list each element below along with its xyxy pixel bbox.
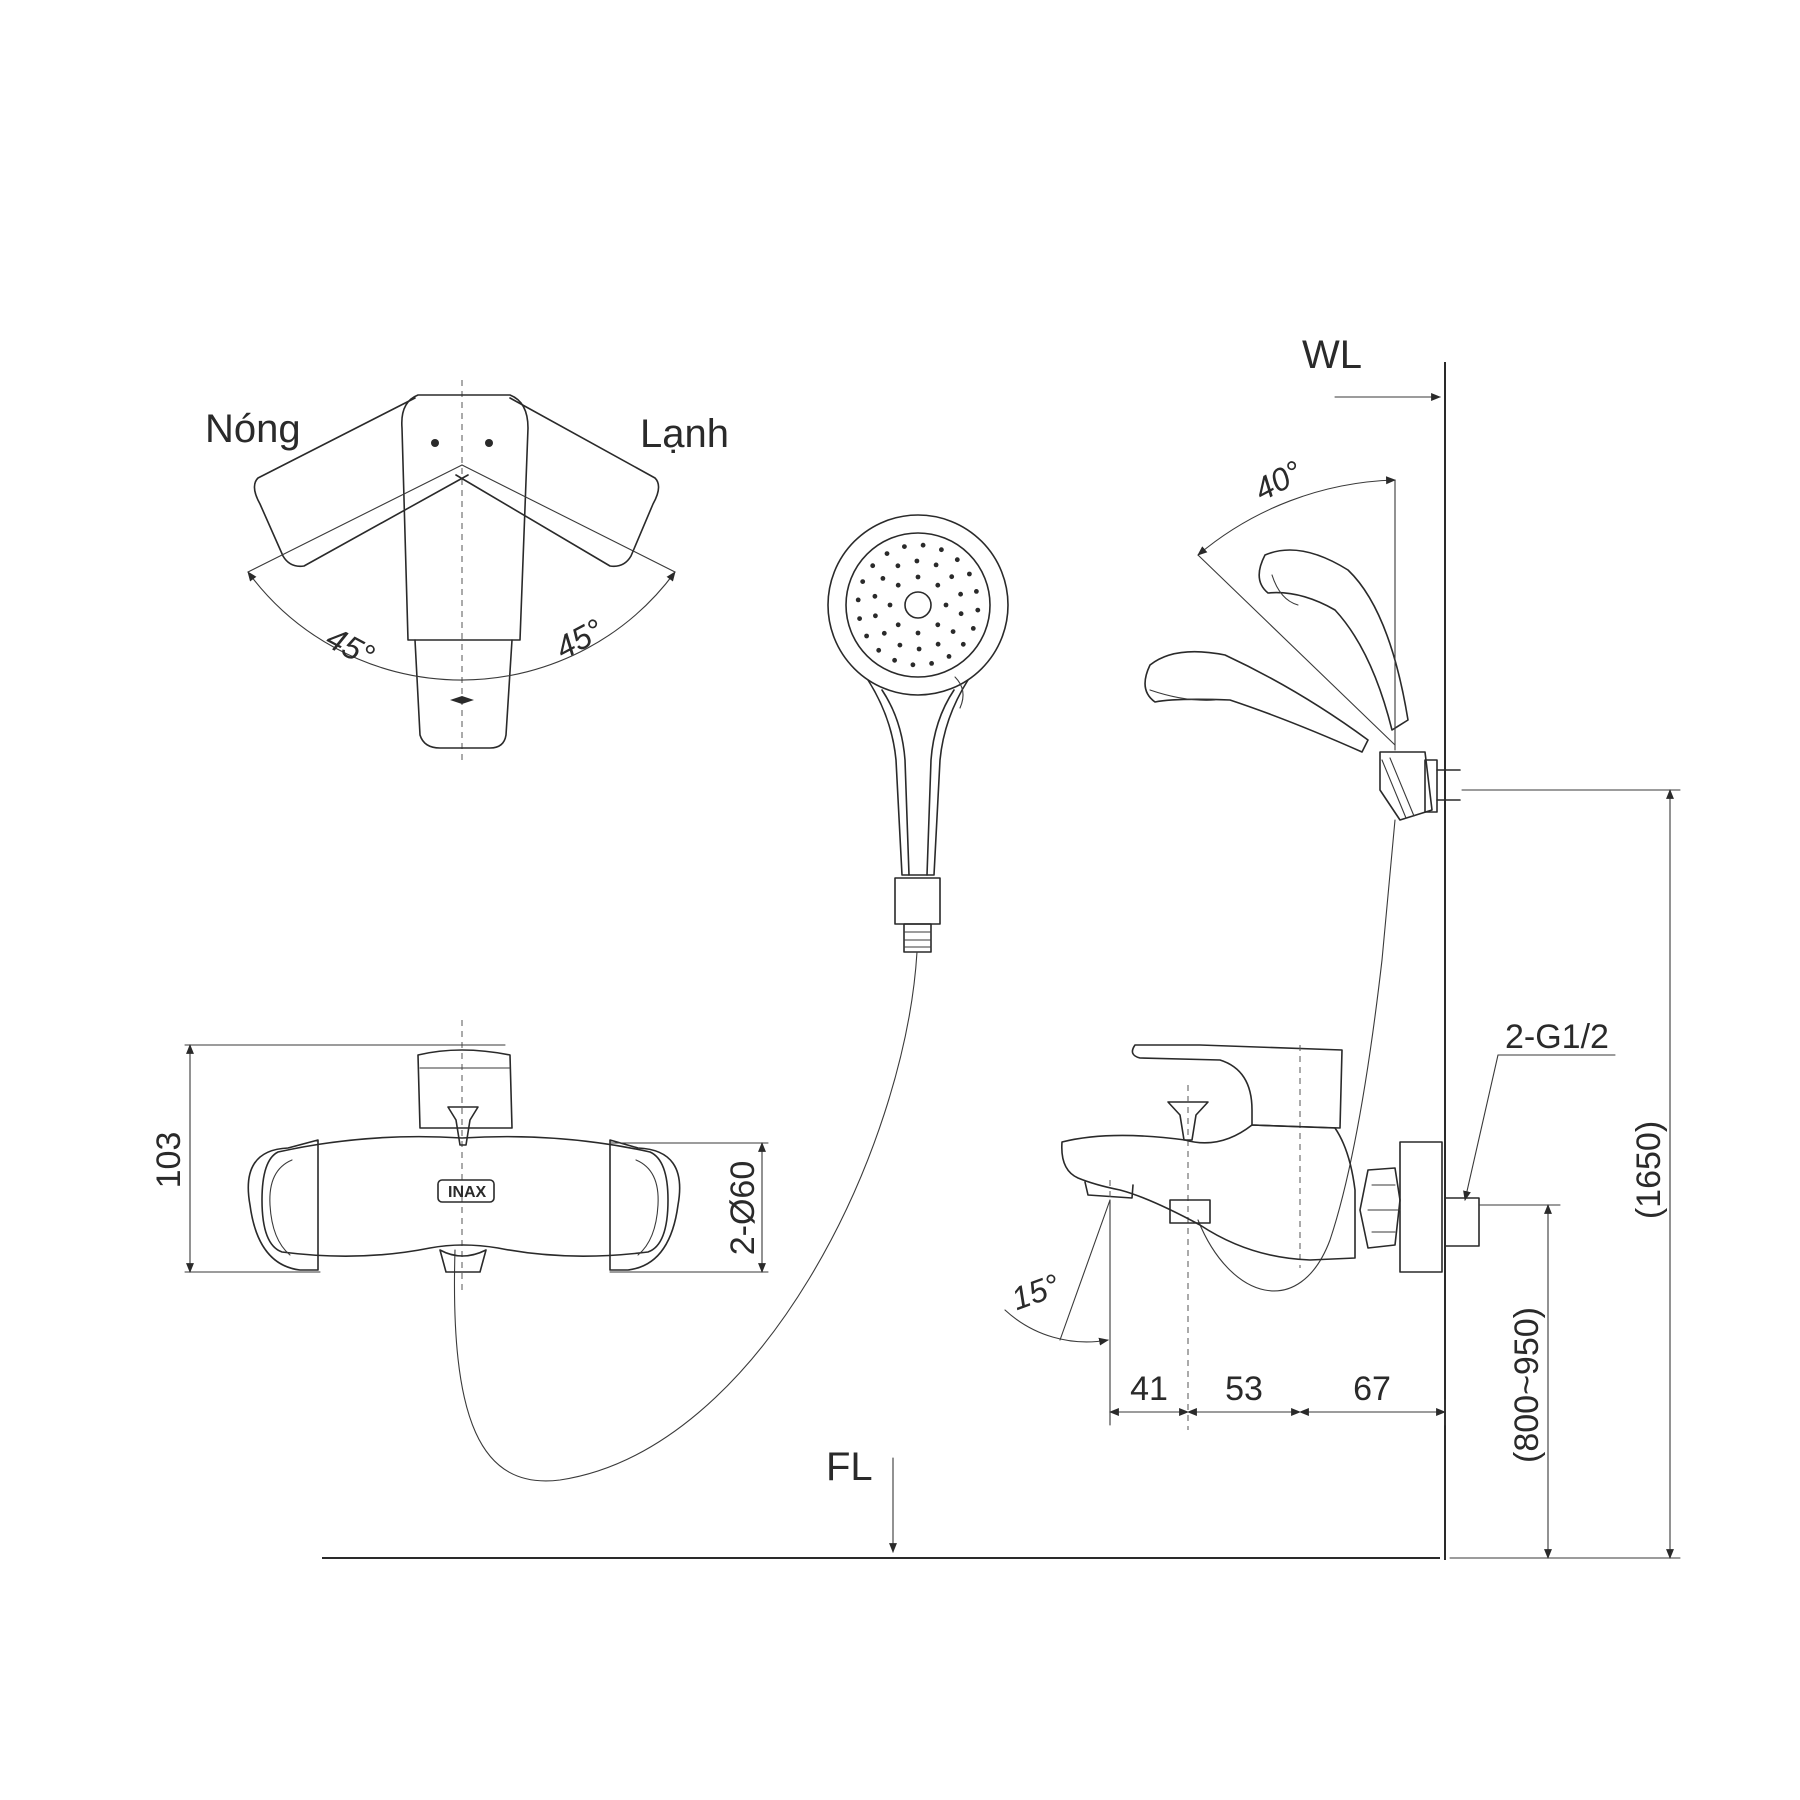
spout-tilt-label: 15° bbox=[1007, 1267, 1065, 1317]
dim-103: 103 bbox=[150, 1132, 188, 1189]
cold-angle-label: 45° bbox=[549, 612, 609, 667]
nozzle-dot bbox=[857, 616, 862, 621]
dim-67: 67 bbox=[1353, 1370, 1391, 1408]
nozzle-dot bbox=[967, 571, 972, 577]
nozzle-dot bbox=[975, 607, 981, 613]
nozzle-dot bbox=[910, 662, 916, 668]
nozzle-dot bbox=[970, 626, 976, 631]
nozzle-dot bbox=[939, 547, 944, 553]
mixer-front-view bbox=[247, 1020, 681, 1290]
nozzle-dot bbox=[895, 582, 901, 588]
nozzle-dot bbox=[897, 642, 903, 648]
brand-logo: INAX bbox=[448, 1184, 487, 1201]
nozzle-dot bbox=[960, 641, 966, 647]
hot-label: Nóng bbox=[205, 407, 301, 451]
nozzle-dot bbox=[915, 574, 921, 580]
hot-angle-label: 45° bbox=[320, 619, 380, 674]
nozzle-dot bbox=[933, 562, 939, 568]
nozzle-dot bbox=[914, 558, 920, 564]
dim-thread: 2-G1/2 bbox=[1505, 1018, 1609, 1056]
nozzle-dot bbox=[881, 630, 887, 636]
nozzle-dot bbox=[892, 657, 897, 663]
dim-holder-height: (1650) bbox=[1630, 1121, 1668, 1219]
nozzle-dot bbox=[958, 591, 963, 597]
floor-line-label: FL bbox=[826, 1445, 873, 1489]
nozzle-dot bbox=[884, 551, 890, 556]
dim-53: 53 bbox=[1225, 1370, 1263, 1408]
nozzle-dot bbox=[935, 582, 941, 588]
nozzle-dot bbox=[895, 563, 901, 569]
nozzle-dot bbox=[935, 641, 941, 647]
nozzle-dot bbox=[920, 542, 926, 548]
nozzle-dot bbox=[895, 622, 901, 628]
nozzle-dot bbox=[902, 544, 907, 549]
nozzle-dot bbox=[872, 593, 878, 599]
nozzle-dot bbox=[860, 579, 866, 584]
hand-shower-front bbox=[827, 514, 1009, 953]
spout-tilt-arc bbox=[1004, 1309, 1109, 1346]
nozzle-dot bbox=[974, 589, 979, 594]
nozzle-dot bbox=[880, 576, 886, 581]
nozzle-dot bbox=[935, 622, 941, 628]
nozzle-dot bbox=[887, 602, 893, 608]
dim-41: 41 bbox=[1130, 1370, 1168, 1408]
nozzle-dot bbox=[946, 654, 952, 659]
nozzle-dot bbox=[929, 661, 934, 666]
dim-escutcheon: 2-Ø60 bbox=[724, 1161, 762, 1256]
nozzle-dot bbox=[949, 574, 955, 580]
nozzle-dot bbox=[916, 646, 922, 652]
nozzle-dot bbox=[870, 563, 876, 569]
wall-line-label: WL bbox=[1302, 333, 1362, 377]
nozzle-dot bbox=[943, 602, 949, 608]
handshower-tilt-label: 40° bbox=[1248, 453, 1308, 508]
nozzle-dot bbox=[873, 613, 878, 619]
nozzle-dot bbox=[876, 647, 882, 653]
cold-label: Lạnh bbox=[640, 412, 729, 456]
thread-leader bbox=[1463, 1054, 1499, 1201]
nozzle-dot bbox=[855, 597, 861, 603]
nozzle-dot bbox=[954, 557, 960, 563]
nozzle-dot bbox=[958, 611, 964, 617]
dim-install-height: (800~950) bbox=[1508, 1307, 1546, 1463]
nozzle-dot bbox=[864, 633, 869, 639]
nozzle-dot bbox=[950, 629, 956, 634]
side-view-handshower bbox=[1144, 476, 1461, 1292]
shower-hose bbox=[453, 951, 918, 1482]
spout-tilt-ref bbox=[1059, 1199, 1111, 1341]
nozzle-dot bbox=[915, 630, 921, 636]
mixer-side-view bbox=[1061, 1044, 1480, 1430]
top-view-handle bbox=[247, 380, 676, 760]
